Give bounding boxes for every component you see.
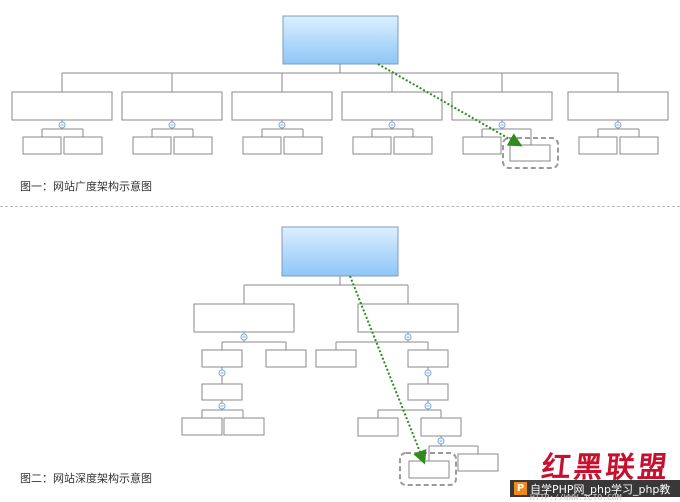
figure1-collapse-icons <box>58 121 622 129</box>
figure2-nodes <box>181 303 499 479</box>
figure1-category-node-5 <box>451 91 553 121</box>
collapse-icon <box>218 402 226 410</box>
figure1-level1-nodes <box>11 91 669 121</box>
figure1-page-node <box>173 136 213 155</box>
collapse-icon <box>388 121 396 129</box>
collapse-icon <box>58 121 66 129</box>
figure2-subcategory-node <box>265 349 307 368</box>
figure1-page-node <box>283 136 323 155</box>
figure1-target-highlight <box>502 137 559 169</box>
figure1-page-node <box>22 136 62 155</box>
figure2-page-node <box>357 417 399 437</box>
section-divider <box>0 206 680 207</box>
figure1-category-node-6 <box>567 91 669 121</box>
collapse-icon <box>168 121 176 129</box>
figure2-target-highlight <box>399 452 457 486</box>
collapse-icon <box>218 369 226 377</box>
figure1-page-node <box>462 136 502 155</box>
collapse-icon <box>240 333 248 341</box>
figure1-page-node <box>578 136 618 155</box>
figure2-subcategory-node <box>407 349 449 368</box>
figure1-breadth-tree <box>11 15 669 169</box>
figure2-deep-node <box>407 383 449 401</box>
figure2-category-node-left <box>193 303 295 333</box>
watermark-site-text: 自学PHP网_php学习_php教 <box>530 483 671 496</box>
collapse-icon <box>424 402 432 410</box>
figure2-page-node <box>223 417 265 436</box>
figure2-page-node <box>457 453 499 472</box>
figure1-category-node-2 <box>121 91 223 121</box>
figure1-page-node <box>393 136 433 155</box>
figure1-category-node-1 <box>11 91 113 121</box>
figure1-page-node <box>619 136 659 155</box>
figure1-page-node <box>352 136 392 155</box>
figure1-target-page-node <box>509 144 551 162</box>
figure2-target-page-node <box>408 460 450 479</box>
figure1-page-node <box>132 136 172 155</box>
figure2-crawl-path-arrow <box>349 275 427 465</box>
figure1-root-node <box>282 15 399 65</box>
collapse-icon <box>424 369 432 377</box>
figure2-caption: 图二：网站深度架构示意图 <box>20 472 152 485</box>
figure1-caption: 图一：网站广度架构示意图 <box>20 180 152 193</box>
figure1-category-node-3 <box>231 91 333 121</box>
collapse-icon <box>404 333 412 341</box>
figure2-subcategory-node <box>201 349 243 368</box>
figure1-page-nodes <box>22 136 659 162</box>
watermark-bar <box>510 480 680 497</box>
figure2-category-node-right <box>357 303 459 333</box>
collapse-icon <box>278 121 286 129</box>
figure2-root-node <box>281 226 399 277</box>
figure1-page-node <box>242 136 282 155</box>
collapse-icon <box>614 121 622 129</box>
figure1-page-node <box>63 136 103 155</box>
figure2-deep-node <box>201 383 243 401</box>
figure2-depth-tree <box>181 226 499 486</box>
figure1-crawl-path-arrow <box>377 63 523 147</box>
watermark-url-text: HTTP://WWW.2CTO.COM <box>530 493 622 502</box>
figure2-page-node <box>181 417 223 436</box>
watermark-logo-icon: P <box>514 482 527 495</box>
figure2-page-node <box>420 417 462 437</box>
figure2-collapse-icons <box>218 333 445 445</box>
collapse-icon <box>498 121 506 129</box>
figure2-subcategory-node <box>315 349 357 368</box>
collapse-icon <box>437 437 445 445</box>
figure1-category-node-4 <box>341 91 443 121</box>
